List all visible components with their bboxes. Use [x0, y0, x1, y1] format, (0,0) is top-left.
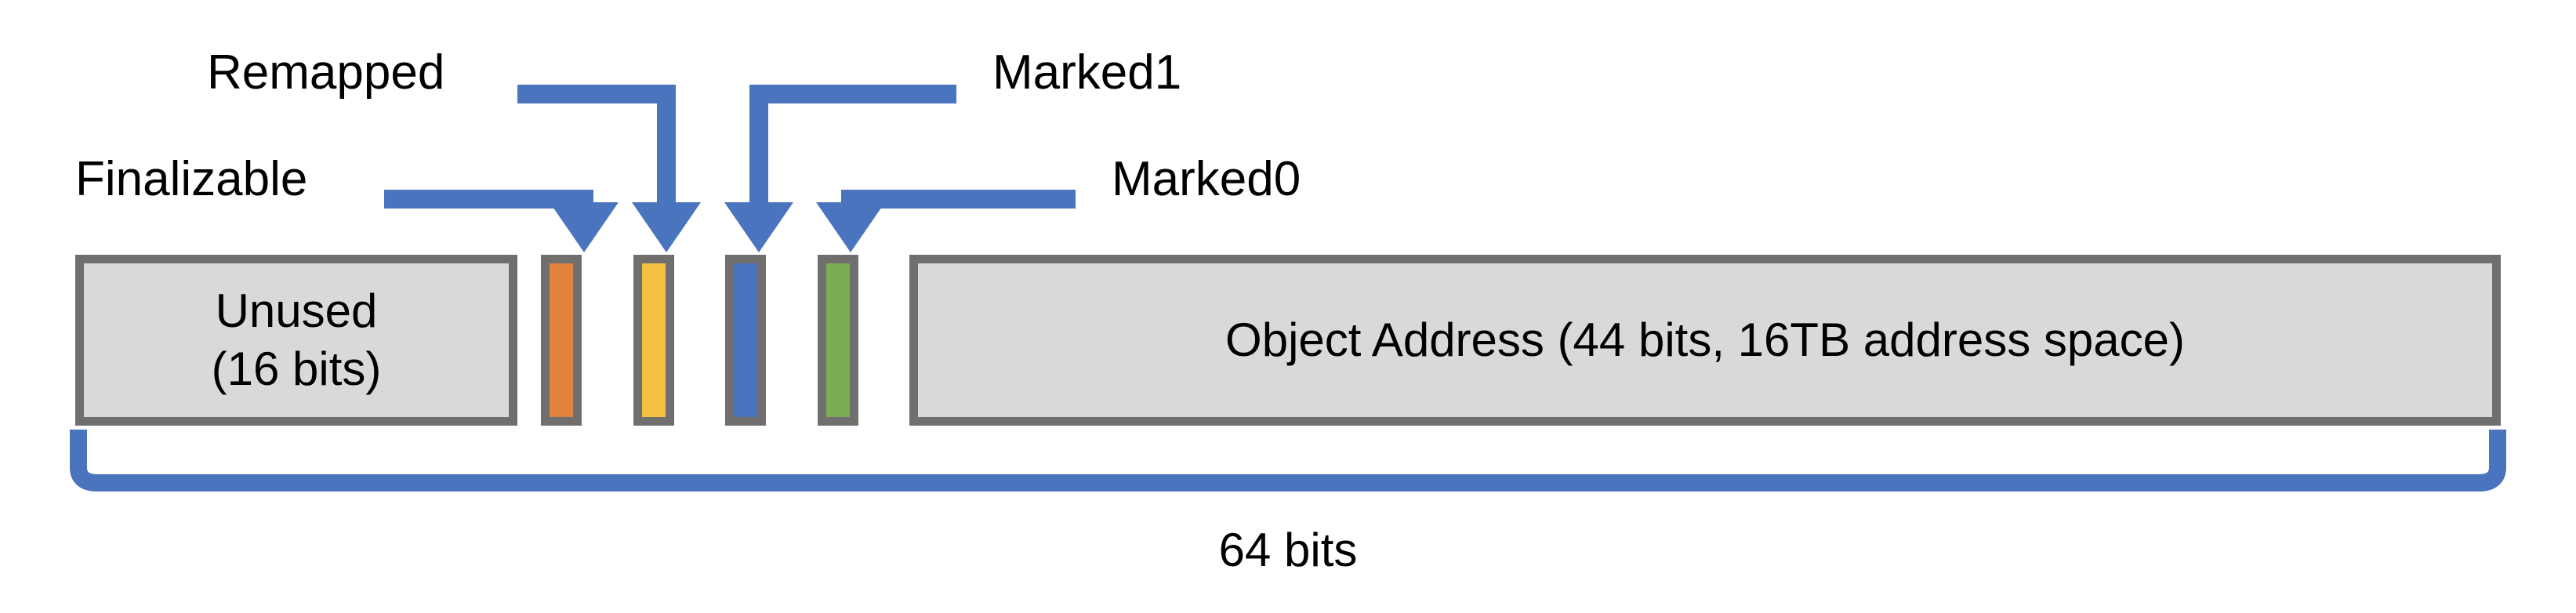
- callout-label-marked0: Marked0: [1112, 152, 1301, 206]
- connector-marked1: [724, 85, 956, 252]
- span-caption-64bits: 64 bits: [1218, 524, 1358, 576]
- connector-remapped: [517, 85, 701, 252]
- bitfield-segment-blue-bit: [725, 255, 766, 426]
- bitfield-segment-address: Object Address (44 bits, 16TB address sp…: [909, 255, 2501, 426]
- connector-marked0: [816, 190, 1076, 252]
- connector-finalizable: [384, 190, 619, 252]
- callout-label-marked1: Marked1: [992, 45, 1182, 100]
- bitfield-segment-unused: Unused (16 bits): [75, 255, 517, 426]
- bitfield-segment-green-bit: [818, 255, 858, 426]
- span-brace-64bits: [70, 430, 2506, 491]
- bitfield-segment-unused-label: Unused (16 bits): [211, 285, 382, 395]
- bitfield-segment-address-label: Object Address (44 bits, 16TB address sp…: [1225, 314, 2185, 366]
- callout-label-remapped: Remapped: [207, 45, 445, 100]
- callout-label-finalizable: Finalizable: [75, 152, 308, 206]
- bitfield-segment-yellow-bit: [633, 255, 674, 426]
- bitfield-segment-orange-bit: [541, 255, 582, 426]
